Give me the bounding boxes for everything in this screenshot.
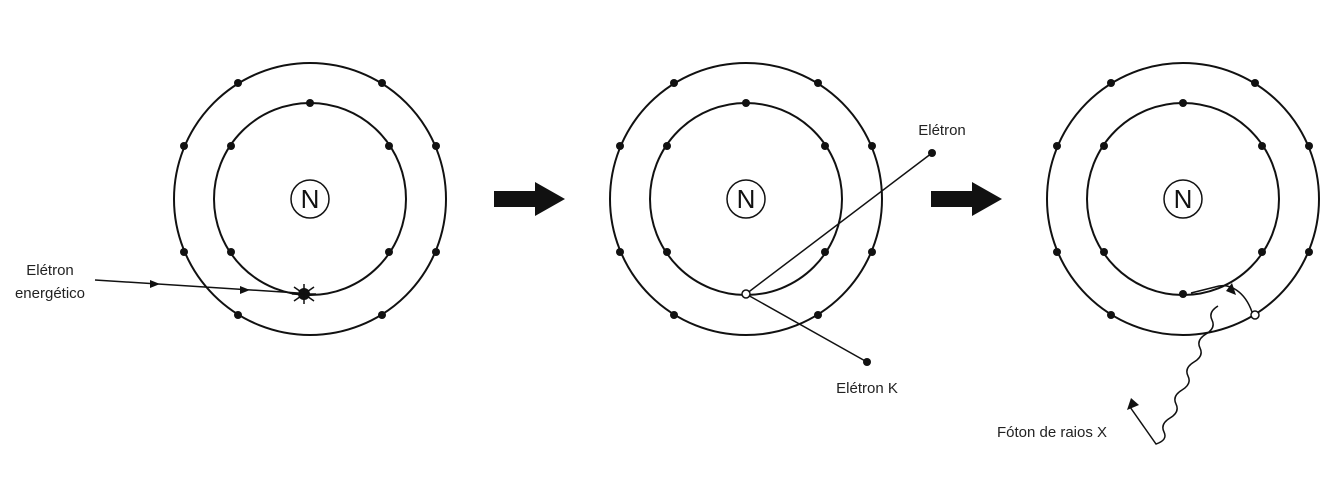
incoming-electron-label: Elétron xyxy=(26,262,74,279)
electron-dot xyxy=(1179,99,1187,107)
electron-dot xyxy=(378,311,386,319)
electron-dot xyxy=(616,142,624,150)
electron-dot xyxy=(814,311,822,319)
electron-dot xyxy=(227,142,235,150)
electron-dot xyxy=(868,248,876,256)
xray-photon-label: Fóton de raios X xyxy=(997,424,1107,441)
electron-dot xyxy=(385,248,393,256)
electron-dot xyxy=(1107,79,1115,87)
transition-arrow-icon xyxy=(494,182,565,216)
electron-dot xyxy=(670,79,678,87)
electron-dot xyxy=(868,142,876,150)
path-arrowhead xyxy=(240,286,250,294)
nucleus-label: N xyxy=(1174,184,1193,214)
electron-dot xyxy=(1053,142,1061,150)
electron-dot xyxy=(1179,290,1187,298)
ejected-electron-dot xyxy=(928,149,936,157)
photon-arrowhead xyxy=(1127,398,1139,410)
vacancy-hole xyxy=(741,289,751,299)
xray-photon-wave xyxy=(1129,305,1219,445)
electron-dot xyxy=(306,99,314,107)
k-electron-path xyxy=(745,293,868,363)
electron-dot xyxy=(663,142,671,150)
electron-dot xyxy=(663,248,671,256)
nucleus xyxy=(726,179,766,219)
electron-dot xyxy=(234,311,242,319)
transition-arrowhead xyxy=(1226,283,1236,295)
electron-dot xyxy=(814,79,822,87)
vacancy-hole xyxy=(1250,310,1260,320)
electron-dot xyxy=(180,142,188,150)
electron-dot xyxy=(1305,142,1313,150)
electron-dot xyxy=(378,79,386,87)
outer-shell xyxy=(1046,62,1320,336)
electron-dot xyxy=(742,99,750,107)
nucleus-label: N xyxy=(301,184,320,214)
electron-dot xyxy=(821,142,829,150)
electron-dot xyxy=(432,248,440,256)
panel-collision: N Elétron energético xyxy=(15,62,447,336)
transition-curve xyxy=(1190,285,1253,313)
electron-dot xyxy=(616,248,624,256)
nucleus xyxy=(290,179,330,219)
electron-dot xyxy=(1258,248,1266,256)
incoming-electron-path xyxy=(94,279,299,294)
panel-emission: N Fóton de raios X xyxy=(997,62,1320,445)
electron-dot xyxy=(1100,142,1108,150)
nucleus xyxy=(1163,179,1203,219)
electron-dot xyxy=(1305,248,1313,256)
electron-dot xyxy=(180,248,188,256)
electron-dot xyxy=(227,248,235,256)
electron-dot xyxy=(385,142,393,150)
ejected-electron-path xyxy=(745,152,933,295)
electron-dot xyxy=(1258,142,1266,150)
k-electron-label: Elétron K xyxy=(836,380,898,397)
nucleus-label: N xyxy=(737,184,756,214)
electron-dot xyxy=(1100,248,1108,256)
transition-arrow-icon xyxy=(931,182,1002,216)
outer-shell xyxy=(173,62,447,336)
outer-shell xyxy=(609,62,883,336)
electron-dot xyxy=(234,79,242,87)
electron-dot xyxy=(821,248,829,256)
electron-dot xyxy=(1053,248,1061,256)
electron-dot xyxy=(1251,79,1259,87)
electron-dot xyxy=(670,311,678,319)
electron-dot xyxy=(1107,311,1115,319)
panel-ionization: N Elétron Elétron K xyxy=(609,62,966,397)
ejected-electron-label: Elétron xyxy=(918,122,966,139)
path-arrowhead xyxy=(150,280,160,288)
k-electron-dot xyxy=(863,358,871,366)
collision-burst-icon xyxy=(292,284,316,304)
incoming-electron-label-2: energético xyxy=(15,285,85,302)
electron-dot xyxy=(432,142,440,150)
